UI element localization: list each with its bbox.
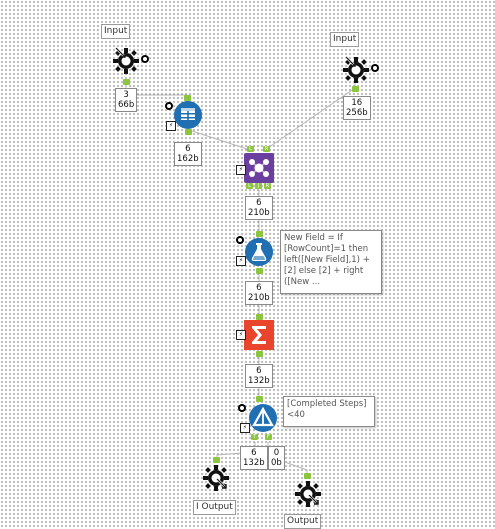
filter-annotation: [Completed Steps] <40 bbox=[283, 396, 375, 427]
filter-false-anchor[interactable]: F bbox=[265, 434, 272, 440]
input-data-icon bbox=[343, 56, 369, 83]
select-output-anchor[interactable] bbox=[185, 129, 192, 135]
join-left-output-anchor[interactable]: L bbox=[246, 183, 253, 189]
select-status-icon bbox=[165, 102, 173, 110]
output-data-icon bbox=[295, 481, 321, 507]
filter-input-anchor[interactable] bbox=[256, 396, 263, 402]
summarize-tool[interactable] bbox=[244, 320, 274, 350]
select-lightning-icon: ⚡ bbox=[166, 121, 176, 131]
filter-lightning-icon: ⚡ bbox=[240, 423, 250, 433]
connector-select-join bbox=[188, 129, 251, 151]
formula-tool[interactable] bbox=[244, 237, 274, 267]
formula-input-anchor[interactable] bbox=[256, 231, 263, 237]
output1-tool[interactable] bbox=[201, 463, 231, 493]
summarize-sigma-icon bbox=[244, 320, 274, 350]
input-data-icon bbox=[113, 47, 139, 74]
input2-label: Input bbox=[330, 32, 360, 47]
summarize-input-anchor[interactable] bbox=[256, 314, 263, 320]
filter-tool[interactable] bbox=[248, 403, 278, 433]
join-tool[interactable] bbox=[243, 153, 275, 183]
input2-tool[interactable] bbox=[341, 54, 371, 84]
filter-status-icon bbox=[238, 404, 246, 412]
output2-label: Output bbox=[284, 514, 322, 529]
summarize-output-anchor[interactable] bbox=[256, 351, 263, 357]
input1-status-icon bbox=[141, 55, 149, 63]
filter-icon bbox=[249, 404, 277, 432]
formula-status-icon bbox=[236, 236, 244, 244]
input2-output-anchor[interactable] bbox=[352, 86, 359, 92]
output2-input-anchor[interactable] bbox=[304, 473, 311, 479]
output1-label: I Output bbox=[193, 500, 236, 515]
output-data-icon bbox=[203, 465, 229, 491]
output1-input-anchor[interactable] bbox=[213, 457, 220, 463]
filter-true-anchor[interactable]: T bbox=[251, 434, 258, 440]
input1-output-anchor[interactable] bbox=[123, 79, 130, 85]
join-join-output-anchor[interactable]: J bbox=[255, 183, 262, 189]
join-lightning-icon: ⚡ bbox=[236, 165, 246, 175]
input1-tool[interactable] bbox=[111, 45, 141, 75]
input1-label: Input bbox=[101, 24, 131, 39]
select-input-anchor[interactable] bbox=[184, 95, 191, 101]
connector-input2-join bbox=[264, 80, 356, 151]
select-fields-icon bbox=[174, 101, 202, 129]
formula-lightning-icon: ⚡ bbox=[236, 256, 246, 266]
join-left-input-anchor[interactable]: L bbox=[247, 146, 254, 152]
join-right-output-anchor[interactable]: R bbox=[264, 183, 271, 189]
select-tool[interactable] bbox=[173, 100, 203, 130]
output2-tool[interactable] bbox=[293, 479, 323, 509]
summarize-lightning-icon: ⚡ bbox=[236, 330, 246, 340]
join-right-input-anchor[interactable]: R bbox=[263, 146, 270, 152]
join-icon bbox=[244, 153, 274, 183]
formula-output-anchor[interactable] bbox=[256, 268, 263, 274]
input2-status-icon bbox=[371, 64, 379, 72]
formula-annotation: New Field = If [RowCount]=1 then left([N… bbox=[280, 230, 382, 294]
formula-flask-icon bbox=[245, 238, 273, 266]
